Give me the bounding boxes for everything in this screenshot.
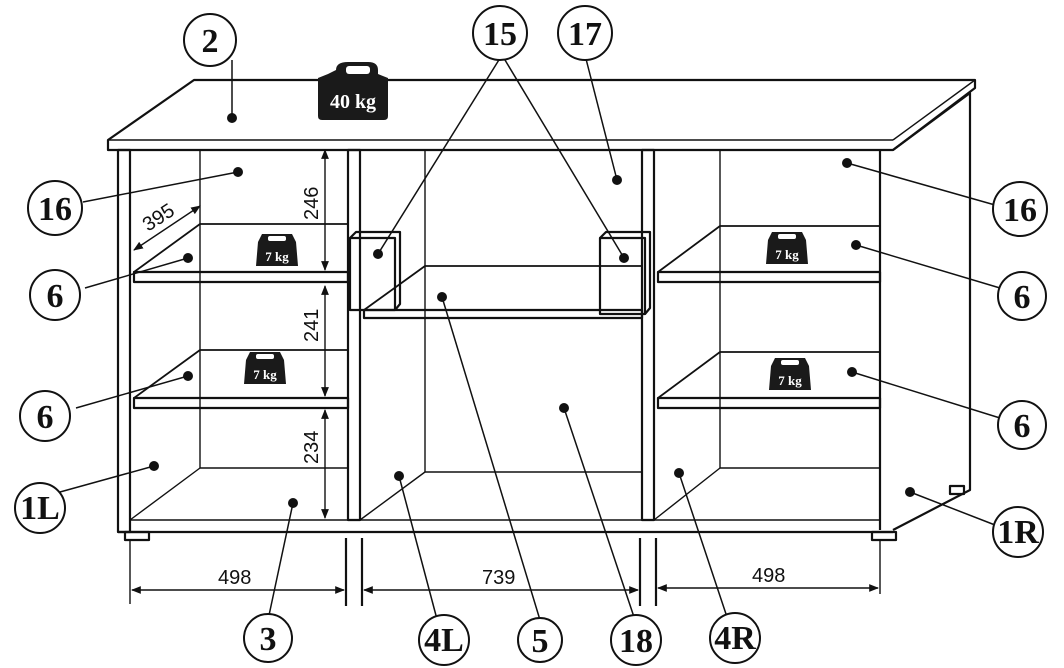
part-labels: 2 15 17 16 6 6 1L 3 4L 5 18 4R 16 6 6 1R [14, 5, 1048, 666]
part-label-6-right-bottom: 6 [997, 400, 1047, 450]
part-label-6-right-top: 6 [997, 271, 1047, 321]
leader-dots [149, 113, 915, 508]
leader-lines [59, 54, 1001, 624]
weight-icon-shelf-right-top: 7 kg [766, 232, 808, 264]
weight-icon-shelf-left-bottom: 7 kg [244, 352, 286, 384]
dim-shelf-height-top: 246 [301, 187, 323, 220]
right-side-panel [892, 91, 972, 531]
cabinet-drawing [106, 78, 977, 606]
dimension-lines [131, 149, 879, 594]
dim-shelf-height-bottom: 234 [301, 431, 323, 464]
dim-width-left: 498 [218, 567, 251, 589]
svg-text:17: 17 [568, 16, 602, 53]
weight-icon-shelf-left-top: 7 kg [256, 234, 298, 266]
svg-text:1R: 1R [997, 514, 1039, 551]
dim-depth: 395 [139, 200, 179, 237]
svg-text:6: 6 [1014, 408, 1031, 445]
dim-width-middle: 739 [482, 567, 515, 589]
svg-text:7 kg: 7 kg [778, 373, 802, 388]
svg-text:16: 16 [38, 191, 72, 228]
weight-icons: 40 kg 7 kg 7 kg 7 kg 7 kg [244, 62, 811, 390]
dim-shelf-height-middle: 241 [301, 309, 323, 342]
part-label-3: 3 [243, 613, 293, 663]
svg-text:18: 18 [619, 623, 653, 660]
svg-text:5: 5 [532, 623, 549, 660]
part-label-16-left: 16 [27, 180, 83, 236]
top-panel [106, 78, 977, 152]
part-label-5: 5 [517, 617, 563, 663]
dim-width-right: 498 [752, 565, 785, 587]
svg-text:7 kg: 7 kg [253, 367, 277, 382]
svg-text:15: 15 [483, 16, 517, 53]
part-label-1R: 1R [992, 506, 1044, 558]
svg-text:6: 6 [1014, 279, 1031, 316]
part-label-6-left-top: 6 [29, 269, 81, 321]
weight-icon-shelf-right-bottom: 7 kg [769, 358, 811, 390]
part-label-2: 2 [183, 13, 237, 67]
part-label-15: 15 [472, 5, 528, 61]
svg-text:3: 3 [260, 621, 277, 658]
svg-text:6: 6 [47, 278, 64, 315]
part-label-17: 17 [557, 5, 613, 61]
part-label-4R: 4R [709, 612, 761, 664]
svg-text:16: 16 [1003, 192, 1037, 229]
part-label-1L: 1L [14, 482, 66, 534]
svg-text:1L: 1L [20, 490, 60, 527]
svg-text:40 kg: 40 kg [330, 91, 376, 113]
svg-text:4L: 4L [424, 622, 464, 659]
svg-text:6: 6 [37, 399, 54, 436]
svg-text:7 kg: 7 kg [775, 247, 799, 262]
part-label-6-left-bottom: 6 [19, 390, 71, 442]
weight-icon-top: 40 kg [318, 62, 388, 120]
svg-text:4R: 4R [714, 620, 756, 657]
part-label-4L: 4L [418, 614, 470, 666]
svg-text:7 kg: 7 kg [265, 249, 289, 264]
dimension-labels: 395 246 241 234 498 739 498 [139, 187, 786, 589]
part-label-16-right: 16 [992, 181, 1048, 237]
part-label-18: 18 [610, 614, 662, 666]
svg-text:2: 2 [202, 23, 219, 60]
